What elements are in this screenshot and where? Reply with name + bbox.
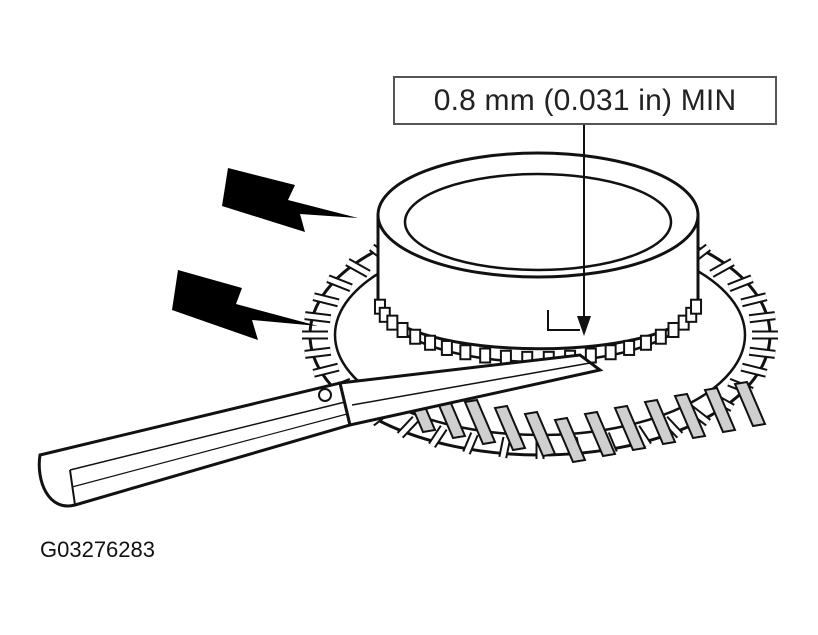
helical-tooth xyxy=(613,404,647,452)
helical-tooth xyxy=(733,380,767,428)
dimension-callout: 0.8 mm (0.031 in) MIN xyxy=(393,76,777,125)
ring-tooth xyxy=(623,339,636,356)
figure-id: G03276283 xyxy=(40,537,155,562)
gear-tooth-face xyxy=(304,348,331,357)
helical-tooth xyxy=(673,392,707,440)
pointer-arrow-icon xyxy=(222,168,358,232)
gear-tooth-face xyxy=(749,313,776,322)
ring-tooth xyxy=(690,298,703,315)
helical-tooth xyxy=(643,398,677,446)
pointer-arrow-icon xyxy=(172,270,318,340)
gear-tooth-face xyxy=(741,364,767,376)
ring-tooth xyxy=(424,334,437,351)
ring-tooth xyxy=(409,328,422,345)
ring-tooth xyxy=(479,347,492,364)
gear-tooth-face xyxy=(346,259,370,277)
ring-tooth xyxy=(667,321,680,338)
ring-tooth xyxy=(396,321,409,338)
feeler-gauge xyxy=(37,353,604,508)
ring-tooth xyxy=(459,344,472,361)
dimension-arrow-icon xyxy=(577,125,591,336)
helical-tooth xyxy=(703,386,737,434)
gear-tooth-face xyxy=(327,276,353,291)
gear-tooth-face xyxy=(710,259,734,277)
gear-tooth-face xyxy=(500,437,510,458)
helical-tooth xyxy=(583,410,617,458)
gear-tooth-face xyxy=(313,364,339,376)
callout-text: 0.8 mm (0.031 in) MIN xyxy=(433,83,737,117)
gear-tooth-face xyxy=(741,294,767,306)
ring-tooth xyxy=(654,328,667,345)
ring-tooth xyxy=(386,314,399,331)
helical-teeth xyxy=(403,380,767,464)
helical-tooth xyxy=(553,416,587,464)
gear-tooth-face xyxy=(304,313,331,322)
helical-tooth xyxy=(463,398,497,446)
gear-tooth-face xyxy=(464,432,477,454)
ring-tooth xyxy=(639,334,652,351)
helical-tooth xyxy=(493,404,527,452)
ring-tooth xyxy=(440,339,453,356)
ring-tooth xyxy=(604,344,617,361)
gear-tooth-face xyxy=(727,276,753,291)
gear-tooth-face xyxy=(429,426,446,447)
gear-tooth-face xyxy=(749,348,776,357)
helical-tooth xyxy=(523,410,557,458)
gear-tooth-face xyxy=(313,294,339,306)
gear-tooth-face xyxy=(398,417,418,438)
synchronizer-ring xyxy=(373,151,703,367)
